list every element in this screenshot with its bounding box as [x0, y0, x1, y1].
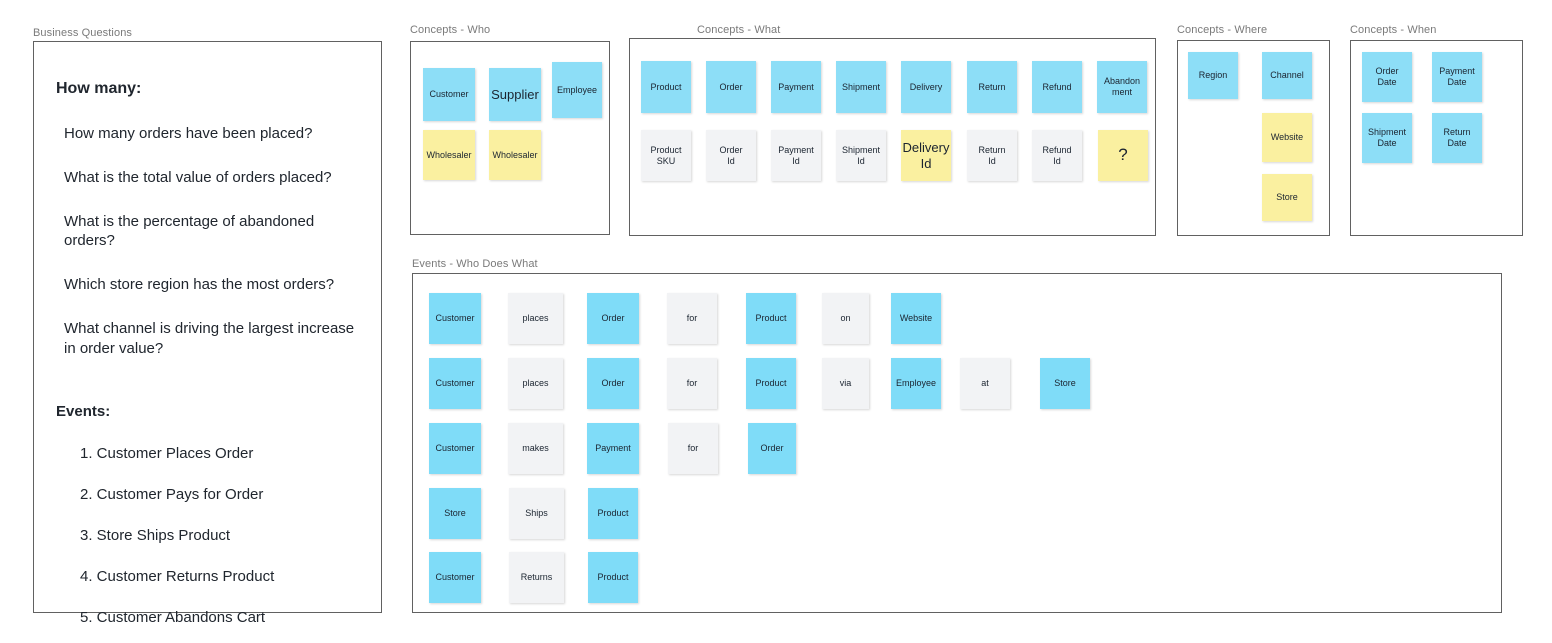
event-sticky-card[interactable]: places — [508, 358, 563, 409]
event-sticky-card[interactable]: Payment — [587, 423, 639, 474]
event-sticky-card[interactable]: Order — [587, 358, 639, 409]
event-sticky-card[interactable]: Employee — [891, 358, 941, 409]
event-sticky-card[interactable]: Order — [587, 293, 639, 344]
when-sticky-card[interactable]: Order Date — [1362, 52, 1412, 102]
business-questions-content: How many: How many orders have been plac… — [34, 42, 381, 626]
concepts-what-title: Concepts - What — [697, 24, 781, 36]
event-sticky-card[interactable]: Store — [1040, 358, 1090, 409]
what-sticky-card[interactable]: Shipment Id — [836, 130, 886, 181]
event-sticky-card[interactable]: places — [508, 293, 563, 344]
concepts-when-title: Concepts - When — [1350, 24, 1437, 36]
events-heading: Events: — [56, 402, 111, 420]
event-list-item: 2. Customer Pays for Order — [80, 485, 264, 503]
what-sticky-card[interactable]: ? — [1098, 130, 1148, 181]
who-sticky-card[interactable]: Customer — [423, 68, 475, 121]
concepts-where-title: Concepts - Where — [1177, 24, 1268, 36]
event-sticky-card[interactable]: Customer — [429, 293, 481, 344]
who-sticky-card[interactable]: Employee — [552, 62, 602, 118]
event-sticky-card[interactable]: Customer — [429, 423, 481, 474]
where-sticky-card[interactable]: Channel — [1262, 52, 1312, 99]
event-list-item: 3. Store Ships Product — [80, 526, 231, 544]
when-sticky-card[interactable]: Shipment Date — [1362, 113, 1412, 163]
when-sticky-card[interactable]: Payment Date — [1432, 52, 1482, 102]
event-sticky-card[interactable]: via — [822, 358, 869, 409]
what-sticky-card[interactable]: Abandon ment — [1097, 61, 1147, 113]
event-sticky-card[interactable]: Customer — [429, 358, 481, 409]
event-sticky-card[interactable]: Product — [746, 358, 796, 409]
who-sticky-card[interactable]: Wholesaler — [489, 130, 541, 180]
what-sticky-card[interactable]: Refund Id — [1032, 130, 1082, 181]
what-sticky-card[interactable]: Order — [706, 61, 756, 113]
event-sticky-card[interactable]: for — [668, 423, 718, 474]
event-sticky-card[interactable]: for — [667, 358, 717, 409]
what-sticky-card[interactable]: Payment Id — [771, 130, 821, 181]
what-sticky-card[interactable]: Delivery Id — [901, 130, 951, 181]
event-sticky-card[interactable]: makes — [508, 423, 563, 474]
event-sticky-card[interactable]: on — [822, 293, 869, 344]
event-sticky-card[interactable]: Customer — [429, 552, 481, 603]
event-sticky-card[interactable]: Product — [588, 488, 638, 539]
event-sticky-card[interactable]: Ships — [509, 488, 564, 539]
business-question: What is the total value of orders placed… — [64, 168, 332, 186]
event-sticky-card[interactable]: Product — [746, 293, 796, 344]
what-sticky-card[interactable]: Product SKU — [641, 130, 691, 181]
what-sticky-card[interactable]: Order Id — [706, 130, 756, 181]
events-who-does-what-title: Events - Who Does What — [412, 258, 538, 270]
what-sticky-card[interactable]: Refund — [1032, 61, 1082, 113]
event-list-item: 5. Customer Abandons Cart — [80, 608, 266, 626]
what-sticky-card[interactable]: Payment — [771, 61, 821, 113]
where-sticky-card[interactable]: Website — [1262, 113, 1312, 162]
what-sticky-card[interactable]: Delivery — [901, 61, 951, 113]
business-question: What is the percentage of abandoned orde… — [64, 212, 315, 250]
business-question: How many orders have been placed? — [64, 125, 313, 142]
business-questions-panel: How many: How many orders have been plac… — [33, 41, 382, 626]
event-sticky-card[interactable]: Product — [588, 552, 638, 603]
who-sticky-card[interactable]: Supplier — [489, 68, 541, 121]
event-sticky-card[interactable]: Website — [891, 293, 941, 344]
what-sticky-card[interactable]: Product — [641, 61, 691, 113]
what-sticky-card[interactable]: Return — [967, 61, 1017, 113]
business-questions-title: Business Questions — [33, 27, 133, 39]
concepts-who-title: Concepts - Who — [410, 24, 491, 36]
event-sticky-card[interactable]: at — [960, 358, 1010, 409]
who-sticky-card[interactable]: Wholesaler — [423, 130, 475, 180]
event-sticky-card[interactable]: Returns — [509, 552, 564, 603]
business-question: What channel is driving the largest incr… — [64, 319, 355, 357]
what-sticky-card[interactable]: Return Id — [967, 130, 1017, 181]
events-who-does-what-panel — [412, 273, 1502, 613]
where-sticky-card[interactable]: Store — [1262, 174, 1312, 221]
event-list-item: 1. Customer Places Order — [80, 444, 254, 462]
how-many-heading: How many: — [56, 80, 142, 97]
event-sticky-card[interactable]: Order — [748, 423, 796, 474]
event-sticky-card[interactable]: Store — [429, 488, 481, 539]
business-question: Which store region has the most orders? — [64, 276, 335, 294]
where-sticky-card[interactable]: Region — [1188, 52, 1238, 99]
event-sticky-card[interactable]: for — [667, 293, 717, 344]
what-sticky-card[interactable]: Shipment — [836, 61, 886, 113]
event-list-item: 4. Customer Returns Product — [80, 567, 275, 585]
when-sticky-card[interactable]: Return Date — [1432, 113, 1482, 163]
